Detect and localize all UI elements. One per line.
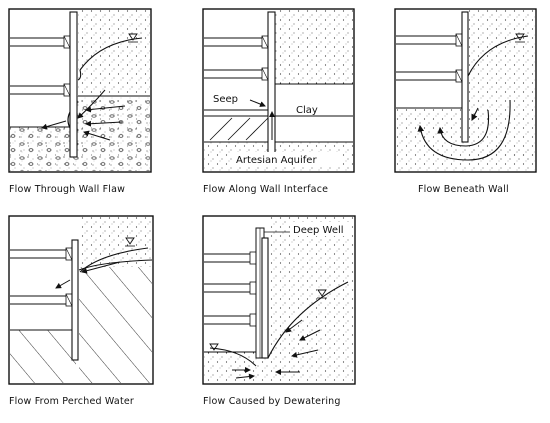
panel-perched-water <box>8 215 154 385</box>
label-clay: Clay <box>296 105 318 116</box>
water-table-icon <box>209 289 327 351</box>
flow-arrow-icon <box>417 99 511 161</box>
water-table-icon <box>128 33 138 43</box>
retaining-wall <box>461 11 469 143</box>
panel-wall-interface: Seep Clay Artesian Aquifer <box>202 8 355 173</box>
flow-arrow-icon <box>41 89 126 141</box>
caption-dewatering: Flow Caused by Dewatering <box>203 396 341 407</box>
water-table-icon <box>125 237 135 247</box>
label-artesian-aquifer: Artesian Aquifer <box>236 155 317 166</box>
caption-beneath-wall: Flow Beneath Wall <box>418 184 509 195</box>
caption-wall-flaw: Flow Through Wall Flaw <box>9 184 126 195</box>
label-seep: Seep <box>213 94 238 105</box>
water-table-icon <box>515 33 525 43</box>
panel-dewatering: Deep Well <box>202 215 356 385</box>
flow-arrow-icon <box>55 261 121 289</box>
retaining-wall <box>69 11 78 158</box>
retaining-wall <box>261 237 269 359</box>
retaining-wall <box>71 239 79 361</box>
caption-perched-water: Flow From Perched Water <box>9 396 135 407</box>
caption-wall-interface: Flow Along Wall Interface <box>203 184 329 195</box>
panel-wall-flaw <box>8 8 152 173</box>
flow-arrow-icon <box>249 99 275 140</box>
label-deep-well: Deep Well <box>293 225 344 236</box>
panel-beneath-wall <box>394 8 537 173</box>
flow-arrow-icon <box>232 319 321 380</box>
